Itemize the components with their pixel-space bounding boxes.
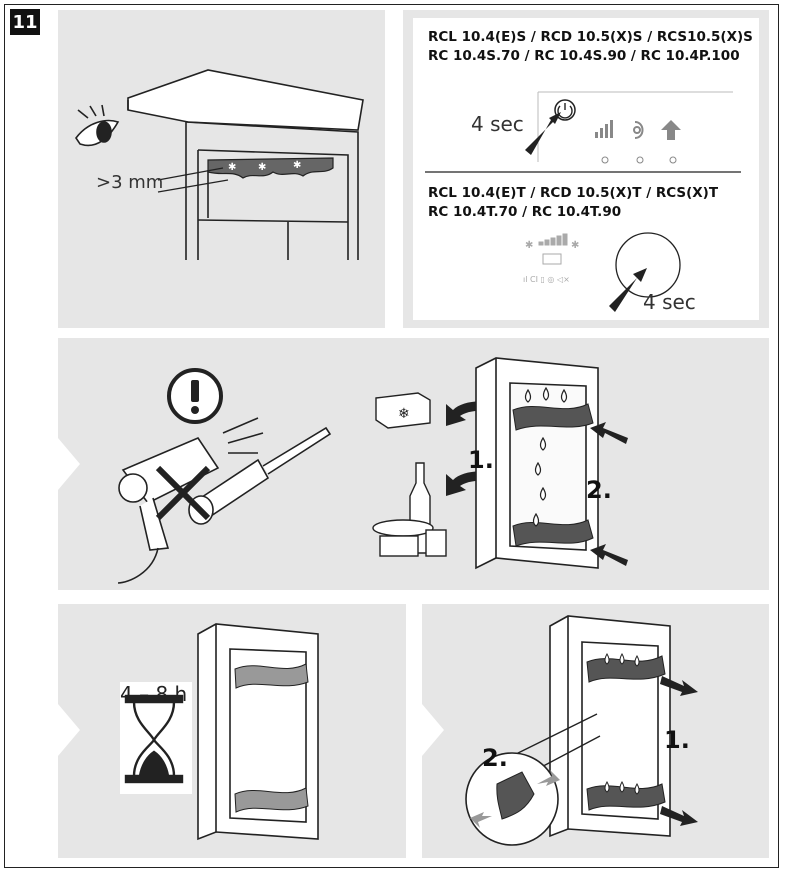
wipe-arrow-icon-2 bbox=[470, 812, 492, 828]
screwdriver-icon bbox=[188, 426, 332, 525]
eye-icon bbox=[75, 104, 120, 147]
models-a-line2: RC 10.4S.70 / RC 10.4S.90 / RC 10.4P.100 bbox=[428, 48, 740, 64]
cloth-bottom bbox=[512, 519, 594, 547]
svg-text:✱: ✱ bbox=[293, 160, 301, 171]
models-b-line1: RCL 10.4(E)T / RCD 10.5(X)T / RCS(X)T bbox=[428, 185, 719, 201]
water-drops-2 bbox=[604, 652, 640, 795]
arrow-out-icon bbox=[660, 676, 698, 696]
models-b-line2: RC 10.4T.70 / RC 10.4T.90 bbox=[428, 204, 622, 220]
press-arrow-icon-b bbox=[609, 268, 647, 312]
hair-dryer-icon bbox=[117, 417, 264, 584]
hold-time-a: 4 sec bbox=[471, 112, 524, 136]
svg-text:✱: ✱ bbox=[525, 240, 533, 251]
arrow-up-icon bbox=[661, 120, 681, 140]
step2-label: 2. bbox=[586, 476, 612, 504]
arrow-left-icon bbox=[590, 422, 628, 444]
arrow-out-icon-2 bbox=[660, 806, 698, 826]
gap-label: >3 mm bbox=[96, 172, 164, 193]
ice-layer bbox=[207, 157, 334, 179]
instruction-frame bbox=[4, 4, 779, 868]
svg-text:ıl CI ▯ ◎ ◁×: ıl CI ▯ ◎ ◁× bbox=[523, 275, 570, 284]
panel-check-ice-thickness: ✱ ✱ ✱ >3 mm bbox=[58, 10, 385, 328]
food-plate-icon bbox=[372, 519, 447, 557]
step-number-badge: 11 bbox=[10, 9, 40, 35]
svg-text:❄: ❄ bbox=[398, 406, 410, 422]
duration-label: 4 – 8 h bbox=[120, 682, 188, 706]
models-a-line1: RCL 10.4(E)S / RCD 10.5(X)S / RCS10.5(X)… bbox=[428, 29, 753, 45]
hold-time-b: 4 sec bbox=[643, 290, 696, 314]
step1-label-remove: 1. bbox=[664, 726, 690, 754]
panel-wait: 4 – 8 h bbox=[58, 604, 406, 858]
svg-text:✱: ✱ bbox=[571, 240, 579, 251]
freezer-pack-icon: ❄ bbox=[375, 392, 431, 429]
cloth-top bbox=[512, 403, 594, 431]
panel-empty-and-absorb: ❄ 1. 2. bbox=[58, 338, 769, 590]
arrow-left-icon-2 bbox=[590, 544, 628, 566]
touch-button bbox=[615, 232, 681, 298]
signal-icon bbox=[595, 120, 613, 138]
display-panel: ✱ ✱ ıl CI ▯ ◎ ◁× bbox=[523, 233, 579, 284]
svg-text:✱: ✱ bbox=[228, 162, 236, 173]
water-drops bbox=[524, 386, 568, 527]
hourglass-icon bbox=[124, 694, 184, 784]
press-arrow-icon bbox=[525, 112, 561, 155]
wipe-cloth-icon bbox=[496, 771, 535, 820]
sensor-icon bbox=[633, 121, 644, 139]
wipe-arrow-icon bbox=[537, 770, 560, 786]
panel-remove-and-wipe: 1. 2. bbox=[422, 604, 769, 858]
svg-text:✱: ✱ bbox=[258, 162, 266, 173]
step2-label-wipe: 2. bbox=[482, 744, 508, 772]
panel-defrost-controls: RCL 10.4(E)S / RCD 10.5(X)S / RCS10.5(X)… bbox=[403, 10, 769, 328]
step1-label: 1. bbox=[468, 446, 494, 474]
warning-icon bbox=[167, 368, 223, 424]
